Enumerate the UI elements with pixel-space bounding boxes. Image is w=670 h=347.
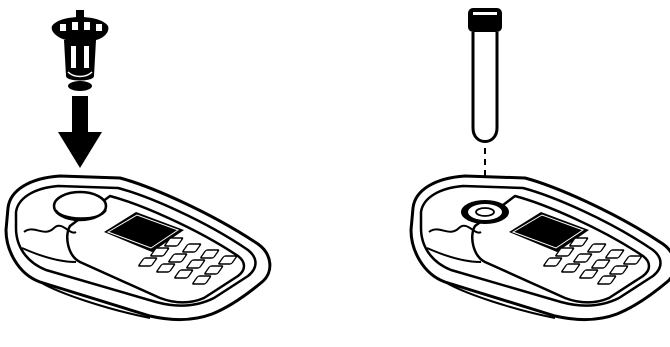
photometer-left — [6, 176, 270, 320]
down-arrow-icon — [58, 96, 102, 168]
adapter-icon — [52, 10, 109, 91]
test-tube-icon — [468, 8, 502, 142]
photometer-right — [411, 176, 670, 320]
panel-left — [6, 10, 270, 320]
panel-right — [411, 8, 670, 320]
